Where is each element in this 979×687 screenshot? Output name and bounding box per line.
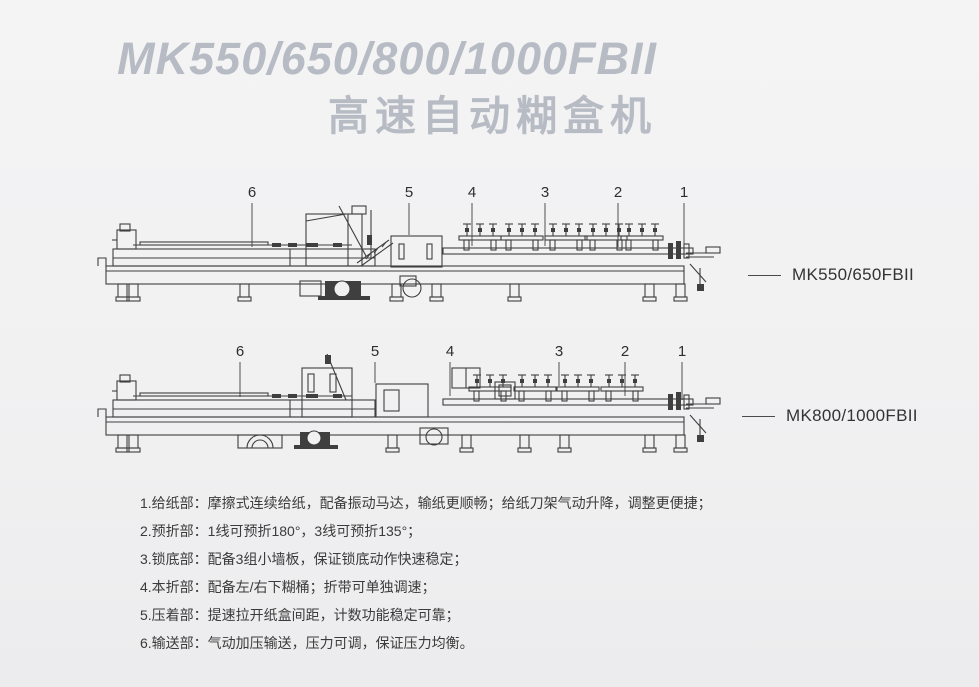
callout-6-machine1: 6 bbox=[247, 184, 257, 201]
callout-2-machine2: 2 bbox=[620, 343, 630, 360]
feature-item-1: 1.给纸部：摩擦式连续给纸，配备振动马达，输纸更顺畅；给纸刀架气动升降，调整更便… bbox=[140, 495, 712, 511]
feature-item-2: 2.预折部：1线可预折180°，3线可预折135°； bbox=[140, 523, 422, 539]
callout-2-machine1: 2 bbox=[613, 184, 623, 201]
machine-2-drawing bbox=[97, 353, 721, 453]
machine1-label-row: MK550/650FBII bbox=[748, 265, 914, 285]
callout-4-machine2: 4 bbox=[445, 343, 455, 360]
callout-3-machine1: 3 bbox=[540, 184, 550, 201]
machine2-label: MK800/1000FBII bbox=[786, 406, 918, 425]
callout-4-machine1: 4 bbox=[467, 184, 477, 201]
callout-3-machine2: 3 bbox=[554, 343, 564, 360]
feature-item-3: 3.锁底部：配备3组小墙板，保证锁底动作快速稳定； bbox=[140, 551, 468, 567]
machine2-label-row: MK800/1000FBII bbox=[742, 406, 918, 426]
feature-item-6: 6.输送部：气动加压输送，压力可调，保证压力均衡。 bbox=[140, 635, 474, 651]
page-title: MK550/650/800/1000FBII 高速自动糊盒机 bbox=[117, 36, 657, 137]
callout-5-machine1: 5 bbox=[404, 184, 414, 201]
label-leader-dash bbox=[742, 415, 775, 417]
feature-item-4: 4.本折部：配备左/右下糊桶；折带可单独调速； bbox=[140, 579, 436, 595]
callout-1-machine1: 1 bbox=[679, 184, 689, 201]
feature-item-5: 5.压着部：提速拉开纸盒间距，计数功能稳定可靠； bbox=[140, 607, 460, 623]
machine-1-drawing bbox=[97, 203, 721, 302]
callout-1-machine2: 1 bbox=[677, 343, 687, 360]
callout-6-machine2: 6 bbox=[235, 343, 245, 360]
callout-5-machine2: 5 bbox=[370, 343, 380, 360]
machine-name-title: 高速自动糊盒机 bbox=[328, 93, 657, 139]
feature-list: 1.给纸部：摩擦式连续给纸，配备振动马达，输纸更顺畅；给纸刀架气动升降，调整更便… bbox=[140, 489, 712, 657]
label-leader-dash bbox=[748, 274, 781, 276]
machine1-label: MK550/650FBII bbox=[792, 265, 915, 284]
model-title: MK550/650/800/1000FBII bbox=[117, 33, 657, 84]
